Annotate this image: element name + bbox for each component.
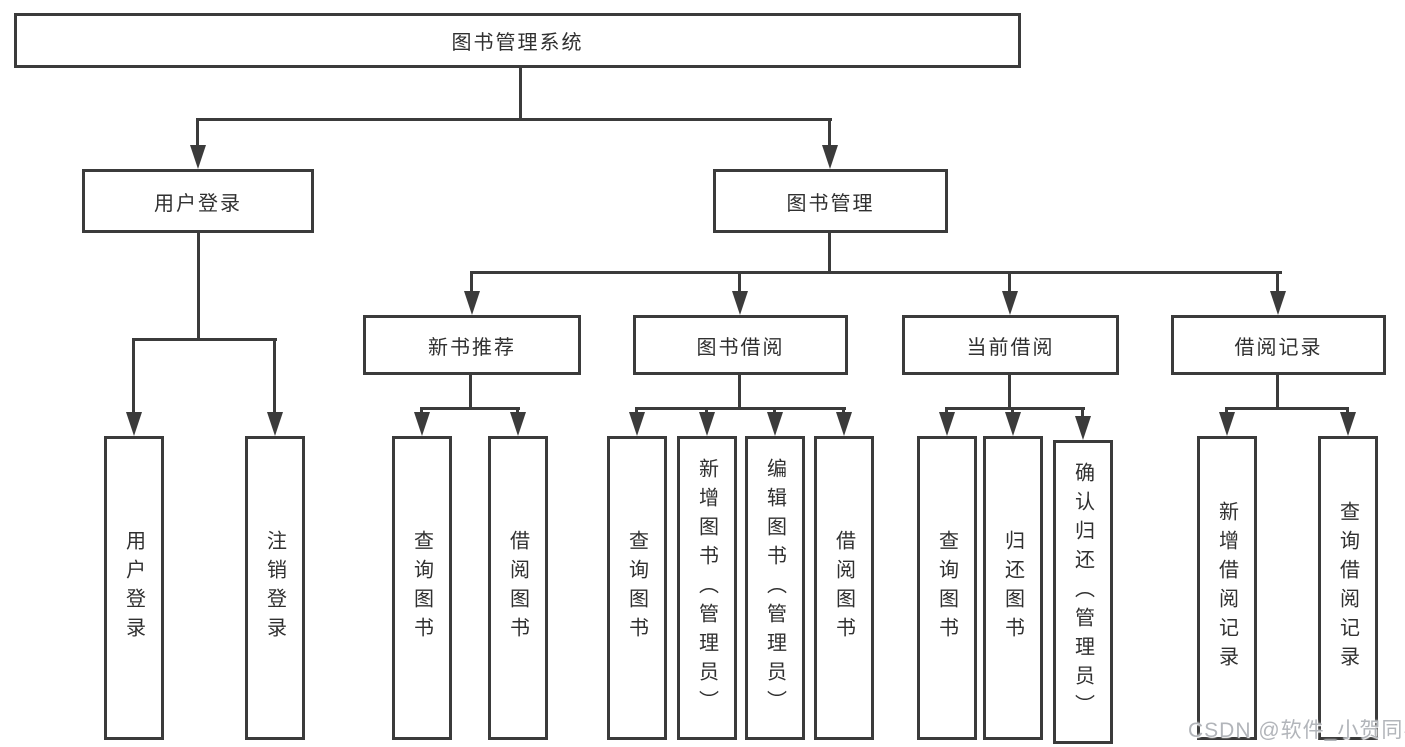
arrow-to-leaf-query-borrow-record <box>1339 407 1356 436</box>
leaf-add-book-admin: 新增图书（管理员） <box>677 436 737 740</box>
arrow-to-leaf-user-login <box>125 338 142 436</box>
connector-book-management-stem <box>828 231 831 271</box>
arrow-to-user-login <box>189 118 206 169</box>
arrow-to-current-borrowing <box>1001 271 1018 315</box>
arrow-to-book-borrowing <box>731 271 748 315</box>
node-book-management: 图书管理 <box>713 169 948 233</box>
connector-new-book-rec-bar <box>420 407 520 410</box>
node-user-login: 用户登录 <box>82 169 314 233</box>
arrow-to-leaf-confirm-return <box>1074 407 1091 440</box>
leaf-add-borrow-record: 新增借阅记录 <box>1197 436 1257 740</box>
csdn-watermark: CSDN @软件_小贺同学 <box>1188 719 1405 742</box>
arrow-to-leaf-borrow-book-1 <box>509 407 526 436</box>
arrow-to-leaf-query-book-2 <box>628 407 645 436</box>
leaf-query-book-1: 查询图书 <box>392 436 452 740</box>
leaf-query-book-2: 查询图书 <box>607 436 667 740</box>
arrow-to-leaf-return-book <box>1004 407 1021 436</box>
node-library-management-system: 图书管理系统 <box>14 13 1021 68</box>
leaf-borrow-book-1: 借阅图书 <box>488 436 548 740</box>
arrow-to-leaf-query-book-3 <box>938 407 955 436</box>
node-borrow-records: 借阅记录 <box>1171 315 1386 375</box>
leaf-query-borrow-record: 查询借阅记录 <box>1318 436 1378 740</box>
connector-level3-bar <box>470 271 1282 274</box>
node-book-borrowing: 图书借阅 <box>633 315 848 375</box>
arrow-to-new-book-recommendation <box>463 271 480 315</box>
leaf-edit-book-admin: 编辑图书（管理员） <box>745 436 805 740</box>
leaf-user-login: 用户登录 <box>104 436 164 740</box>
connector-user-login-bar <box>133 338 277 341</box>
node-current-borrowing: 当前借阅 <box>902 315 1119 375</box>
leaf-logout: 注销登录 <box>245 436 305 740</box>
connector-current-borrowing-stem <box>1008 373 1011 407</box>
arrow-to-leaf-edit-book <box>766 407 783 436</box>
arrow-to-leaf-add-book <box>698 407 715 436</box>
leaf-return-book: 归还图书 <box>983 436 1043 740</box>
leaf-confirm-return-admin: 确认归还（管理员） <box>1053 440 1113 744</box>
arrow-to-leaf-logout <box>266 338 283 436</box>
arrow-to-borrow-records <box>1269 271 1286 315</box>
arrow-to-leaf-borrow-book-2 <box>835 407 852 436</box>
connector-borrow-records-stem <box>1276 373 1279 407</box>
node-new-book-recommendation: 新书推荐 <box>363 315 581 375</box>
connector-user-login-stem <box>197 231 200 338</box>
connector-borrow-records-bar <box>1225 407 1349 410</box>
connector-book-borrowing-stem <box>738 373 741 407</box>
connector-current-borrowing-bar <box>945 407 1085 410</box>
arrow-to-leaf-add-borrow-record <box>1218 407 1235 436</box>
connector-level2-bar <box>196 118 832 121</box>
connector-new-book-rec-stem <box>469 373 472 407</box>
connector-book-borrowing-bar <box>635 407 846 410</box>
arrow-to-leaf-query-book-1 <box>413 407 430 436</box>
arrow-to-book-management <box>821 118 838 169</box>
leaf-query-book-3: 查询图书 <box>917 436 977 740</box>
leaf-borrow-book-2: 借阅图书 <box>814 436 874 740</box>
connector-root-stem <box>519 66 522 118</box>
